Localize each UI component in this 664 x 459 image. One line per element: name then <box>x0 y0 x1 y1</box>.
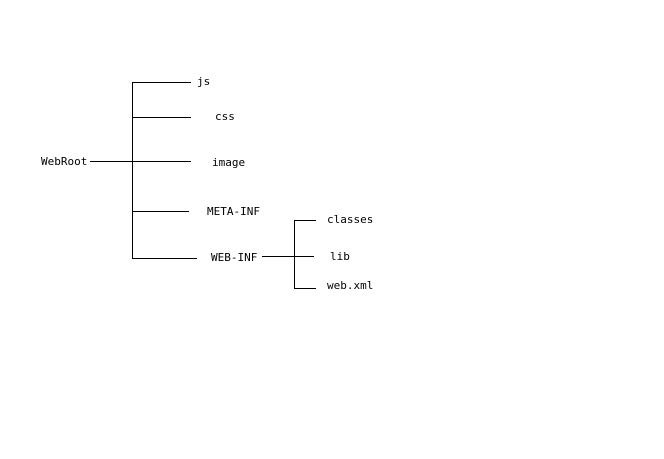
node-image: image <box>212 156 245 169</box>
node-web-inf: WEB-INF <box>211 251 257 264</box>
node-lib: lib <box>330 250 350 263</box>
node-webroot: WebRoot <box>41 155 87 168</box>
node-web-xml: web.xml <box>327 279 373 292</box>
node-js: js <box>197 75 210 88</box>
node-css: css <box>215 110 235 123</box>
node-meta-inf: META-INF <box>207 205 260 218</box>
node-classes: classes <box>327 213 373 226</box>
